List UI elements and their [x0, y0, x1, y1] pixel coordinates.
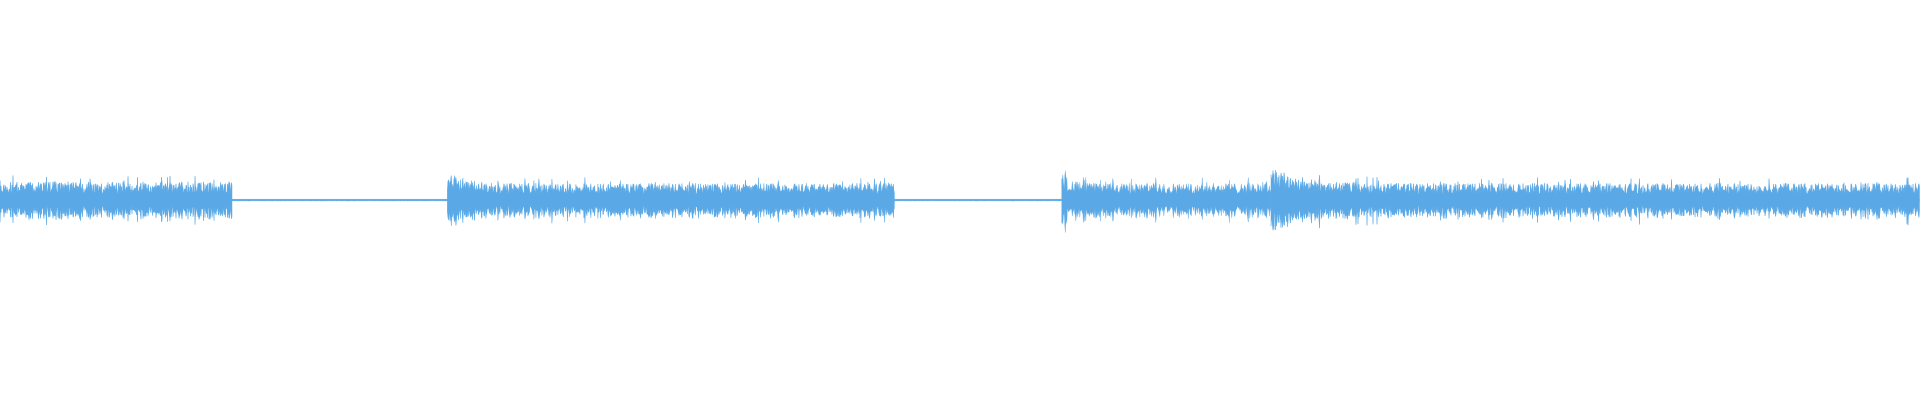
waveform-segment-3: [447, 175, 895, 226]
waveform-group: [0, 170, 1920, 233]
